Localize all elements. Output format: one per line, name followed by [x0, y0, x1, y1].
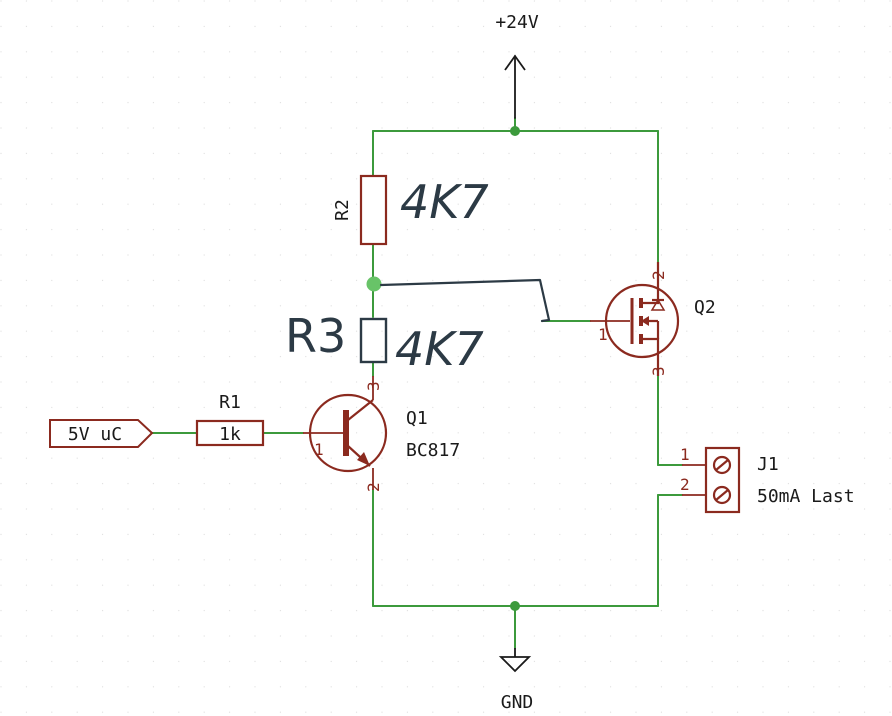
r3-body-handdrawn — [359, 317, 388, 364]
q1-pin-emitter: 2 — [364, 482, 383, 492]
q1-ref: Q1 — [406, 408, 428, 429]
r1-body — [195, 419, 265, 447]
q2-mosfet — [590, 262, 680, 376]
q1-pin-base: 1 — [314, 440, 324, 459]
q2-pin-drain: 2 — [649, 270, 668, 280]
j1-pin-2: 2 — [680, 475, 690, 494]
r3-value-handwritten: 4K7 — [395, 322, 484, 376]
q1-transistor — [303, 376, 388, 490]
r1-ref: R1 — [219, 392, 241, 413]
gnd-label: GND — [501, 692, 534, 713]
r3-ref-handwritten: R3 — [285, 309, 346, 363]
q1-pin-collector: 3 — [364, 381, 383, 391]
vcc-symbol — [504, 54, 526, 119]
junction-top — [510, 126, 520, 136]
r1-value: 1k — [219, 424, 241, 445]
handdrawn-gate-wire — [379, 278, 551, 323]
r2-value-handwritten: 4K7 — [400, 175, 489, 229]
junction-bottom — [510, 601, 520, 611]
j1-pin-1: 1 — [680, 445, 690, 464]
q2-pin-gate: 1 — [598, 325, 608, 344]
j1-ref: J1 — [757, 454, 779, 475]
junction-r2-r3 — [366, 276, 382, 292]
input-label: 5V uC — [68, 424, 122, 445]
input-label-flag — [49, 419, 154, 448]
j1-value: 50mA Last — [757, 486, 855, 507]
j1-terminal — [682, 446, 741, 514]
gnd-symbol — [498, 648, 532, 673]
r2-body — [359, 174, 388, 246]
vcc-label: +24V — [495, 12, 539, 33]
q2-ref: Q2 — [694, 297, 716, 318]
q1-value: BC817 — [406, 440, 460, 461]
q2-pin-source: 3 — [649, 366, 668, 376]
r2-ref: R2 — [332, 199, 353, 221]
